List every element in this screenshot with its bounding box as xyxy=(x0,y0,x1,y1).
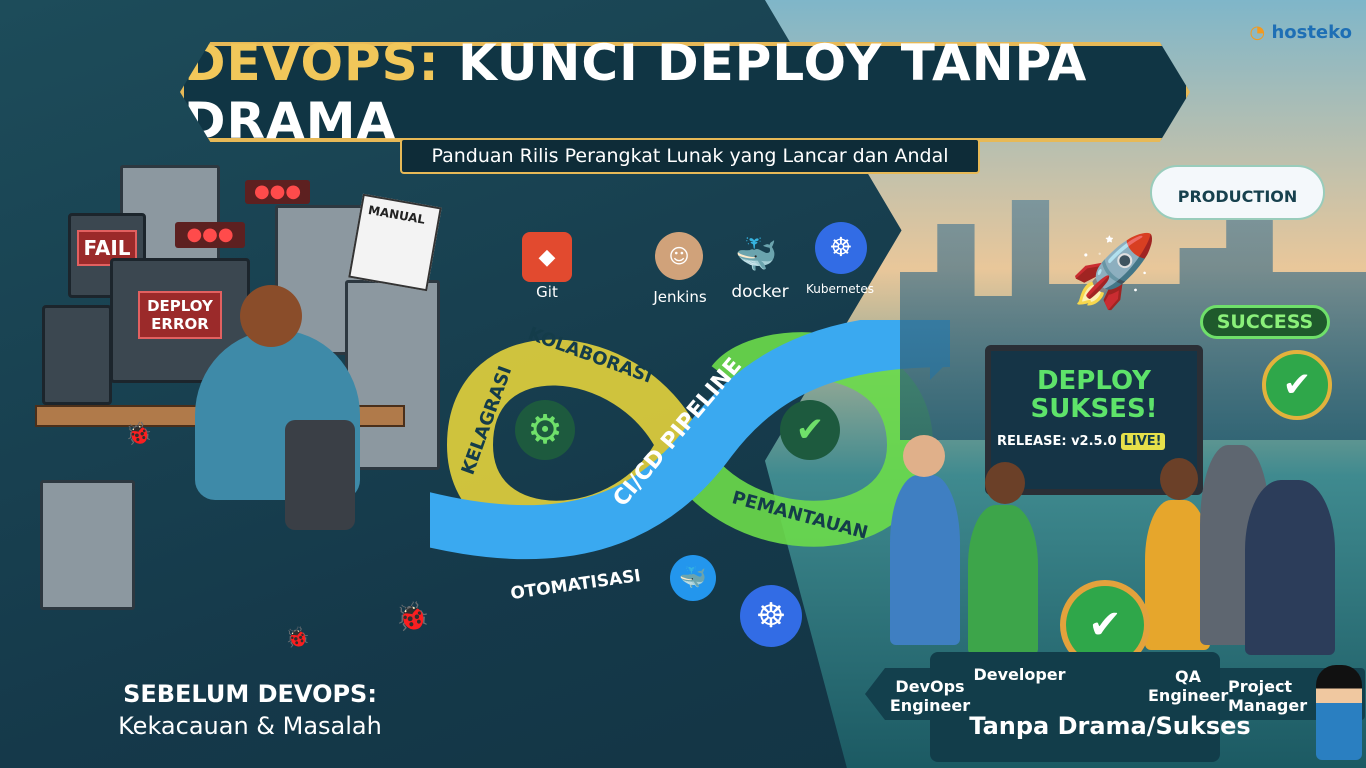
alarm-lights: ●●● xyxy=(245,180,310,204)
role-line: DevOps xyxy=(895,677,965,696)
gear-icon: ⚙ xyxy=(515,400,575,460)
jenkins-icon: ☺ xyxy=(655,232,703,280)
logo-icon: ◔ xyxy=(1249,22,1266,43)
before-caption-subtitle: Kekacauan & Masalah xyxy=(118,712,382,740)
devops-infinity-loop xyxy=(430,320,950,560)
team-member-head xyxy=(903,435,945,477)
alarm-lights: ●●● xyxy=(175,222,245,248)
manual-label: MANUAL xyxy=(367,202,427,227)
developer-head xyxy=(240,285,302,347)
manual-document: MANUAL xyxy=(348,193,442,292)
team-member-devops xyxy=(890,475,960,645)
check-badge-icon: ✔ xyxy=(1262,350,1332,420)
roles-panel xyxy=(930,652,1220,762)
title-main: KUNCI DEPLOY TANPA DRAMA xyxy=(184,34,1088,150)
git-icon: ◆ xyxy=(522,232,572,282)
logo-text: hosteko xyxy=(1271,22,1352,43)
kubernetes-label: Kubernetes xyxy=(806,282,874,296)
page-title: DEVOPS: KUNCI DEPLOY TANPA DRAMA xyxy=(184,34,1186,150)
fail-monitor: FAIL xyxy=(68,213,146,298)
docker-label: docker xyxy=(731,282,789,302)
role-line: Developer xyxy=(973,665,1066,684)
kubernetes-icon: ☸ xyxy=(815,222,867,274)
success-badge: SUCCESS xyxy=(1200,305,1330,339)
role-line: Engineer xyxy=(889,696,971,715)
before-caption-title: SEBELUM DEVOPS: xyxy=(123,680,377,708)
success-label: SUCCESS xyxy=(1216,311,1314,333)
team-member-pm xyxy=(1245,480,1335,655)
live-badge: LIVE! xyxy=(1120,433,1165,450)
rocket-icon: 🚀 xyxy=(1070,230,1158,312)
code-monitor xyxy=(42,305,112,405)
bug-icon: 🐞 xyxy=(285,625,310,649)
kubernetes-circle-icon: ☸ xyxy=(740,585,802,647)
title-highlight: DEVOPS: xyxy=(184,34,440,92)
git-label: Git xyxy=(536,283,558,301)
mascot-superhero xyxy=(1316,665,1362,760)
team-member-head xyxy=(985,462,1025,504)
subtitle: Panduan Rilis Perangkat Lunak yang Lanca… xyxy=(400,138,980,174)
docker-icon: 🐳 xyxy=(735,235,778,275)
deploy-error-line1: DEPLOY xyxy=(147,297,213,315)
production-cloud: PRODUCTION xyxy=(1150,165,1325,220)
release-version: RELEASE: v2.5.0 xyxy=(997,434,1117,449)
bug-icon: 🐞 xyxy=(125,422,153,447)
success-caption: Tanpa Drama/Sukses xyxy=(969,712,1251,740)
role-line: Project xyxy=(1228,677,1293,696)
bug-icon: 🐞 xyxy=(395,600,430,633)
deploy-line2: SUKSES! xyxy=(1030,394,1158,424)
shield-check-icon: ✔ xyxy=(780,400,840,460)
team-member-head xyxy=(1160,458,1198,500)
team-member-qa xyxy=(1145,500,1210,650)
role-line: QA xyxy=(1175,667,1201,686)
role-line: Engineer xyxy=(1148,686,1229,705)
deploy-line1: DEPLOY xyxy=(1036,366,1152,396)
server-tower xyxy=(40,480,135,610)
title-banner: DEVOPS: KUNCI DEPLOY TANPA DRAMA xyxy=(180,42,1190,142)
role-developer: Developer xyxy=(972,665,1067,684)
hosteko-logo: ◔ hosteko xyxy=(1249,22,1352,43)
production-label: PRODUCTION xyxy=(1177,187,1298,206)
role-line: Manager xyxy=(1228,696,1308,715)
docker-circle-icon: 🐳 xyxy=(670,555,716,601)
deploy-error-line2: ERROR xyxy=(151,315,209,333)
jenkins-label: Jenkins xyxy=(653,288,707,306)
office-chair xyxy=(285,420,355,530)
team-member-developer xyxy=(968,505,1038,655)
pipeline-arrow xyxy=(430,320,950,560)
before-devops-caption: SEBELUM DEVOPS: Kekacauan & Masalah xyxy=(80,678,420,742)
